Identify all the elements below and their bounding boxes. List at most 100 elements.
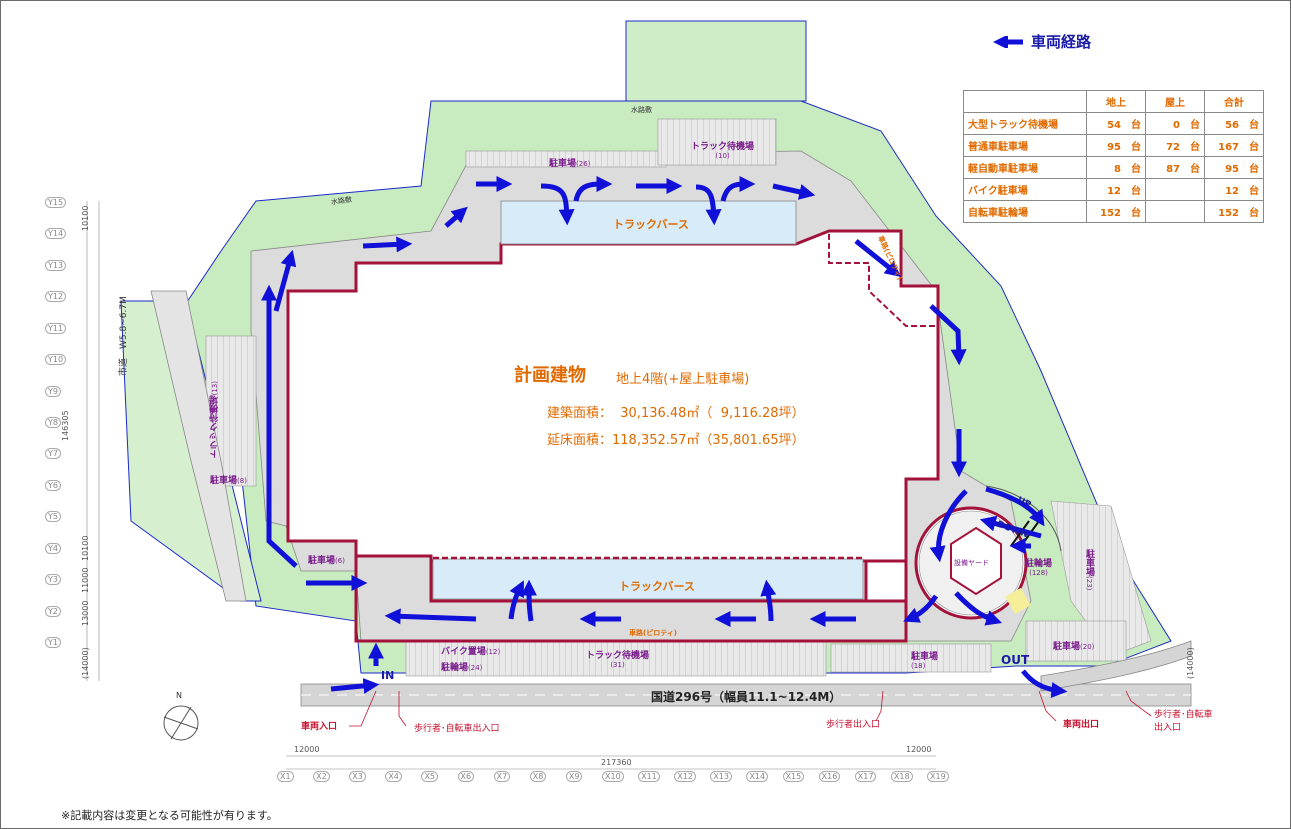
parking-stripes-bottom xyxy=(405,640,827,677)
equipment-yard-label: 設備ヤード xyxy=(954,559,989,567)
city-road-label: 市道 W5.8~6.7M xyxy=(119,296,129,376)
table-cell: バイク駐車場 xyxy=(963,178,1087,201)
axis-y-label: Y2 xyxy=(45,605,61,617)
label-count: (6) xyxy=(335,557,345,565)
label-line-1: 歩行者･自転車 xyxy=(1154,710,1213,720)
building-title: 計画建物 xyxy=(514,365,586,386)
route-arrow-icon xyxy=(993,35,1023,48)
table-cell xyxy=(1145,178,1205,201)
axis-y-label: Y15 xyxy=(45,197,67,208)
truck-wait-top-area xyxy=(657,118,777,166)
label-text: トラック待機場 xyxy=(691,142,755,152)
dim-y-b4: (14000) xyxy=(81,647,90,679)
building-floor-area: 延床面積：118,352.57㎡（35,801.65坪） xyxy=(547,433,805,448)
truck-wait-bottom-label: トラック待機場(31) xyxy=(586,648,649,669)
table-cell: 72 台 xyxy=(1145,134,1205,157)
axis-x-label: X13 xyxy=(710,771,732,782)
ped-entrance-right-label: 歩行者･自転車出入口 xyxy=(1154,709,1213,735)
ped-entrance-left-label: 歩行者･自転車出入口 xyxy=(414,724,500,734)
table-header-cell: 合計 xyxy=(1204,90,1264,113)
building-area: 建築面積： 30,136.48㎡（ 9,116.28坪） xyxy=(547,406,805,421)
equipment-yard xyxy=(950,526,1002,596)
axis-y-label: Y4 xyxy=(45,542,61,554)
table-cell: 95 台 xyxy=(1204,156,1264,179)
legend-label: 車両経路 xyxy=(1031,33,1092,51)
curved-road-right xyxy=(1040,640,1192,692)
label-text: 駐車場 xyxy=(210,476,238,486)
axis-x-label: X4 xyxy=(385,771,402,782)
label-text: 駐車場 xyxy=(911,652,939,662)
dimension-lines xyxy=(86,201,936,770)
table-cell: 95 台 xyxy=(1086,134,1146,157)
axis-y-label: Y1 xyxy=(45,637,61,648)
axis-y-label: Y14 xyxy=(45,228,67,240)
truck-berth-bottom-label: トラックバース xyxy=(619,580,695,593)
parking-left2-label: 駐車場(6) xyxy=(308,553,345,566)
axis-x-label: X16 xyxy=(818,771,841,782)
axis-x-label: X3 xyxy=(349,771,366,782)
road-piloti-bottom-label: 車路(ピロティ) xyxy=(629,629,677,637)
label-text: 駐車場 xyxy=(549,159,577,169)
label-text: トラック待機場 xyxy=(210,395,220,459)
label-count: (18) xyxy=(911,662,926,670)
dim-x-left: 12000 xyxy=(294,745,320,754)
table-cell: 54 台 xyxy=(1086,112,1146,135)
axis-x-label: X15 xyxy=(782,771,805,782)
parking-right-label: 駐車場(23) xyxy=(1083,549,1096,590)
vehicle-route-arrows xyxy=(260,175,1068,699)
label-text: 駐車場 xyxy=(1084,549,1094,576)
axis-x-label: X14 xyxy=(746,771,769,782)
table-header-row: 地上屋上合計 xyxy=(963,90,1264,113)
table-header-cell: 地上 xyxy=(1086,90,1146,113)
out-label: OUT xyxy=(1001,653,1030,667)
ped-entrance-mid-label: 歩行者出入口 xyxy=(826,720,881,730)
dim-y-b3: 13000 xyxy=(81,600,90,626)
building-floors: 地上4階(+屋上駐車場) xyxy=(616,372,750,387)
label-text: 駐車場 xyxy=(1053,642,1081,652)
label-count: (128) xyxy=(1029,569,1048,577)
axis-y-label: Y6 xyxy=(45,479,61,491)
truck-berth-top-label: トラックバース xyxy=(613,218,689,231)
axis-x-label: X11 xyxy=(638,771,660,782)
table-cell: 12 台 xyxy=(1086,178,1146,201)
in-label: IN xyxy=(381,669,395,682)
axis-x-label: X8 xyxy=(529,771,547,782)
table-cell: 8 台 xyxy=(1086,156,1146,179)
label-count: (8) xyxy=(237,477,247,485)
axis-x-label: X17 xyxy=(854,771,877,782)
axis-y-label: Y7 xyxy=(45,448,61,460)
label-text: 駐車場 xyxy=(308,556,336,566)
table-cell: 大型トラック待機場 xyxy=(963,112,1087,135)
city-road xyxy=(150,290,247,602)
label-count: (31) xyxy=(610,661,625,669)
north-label: N xyxy=(176,691,182,700)
axis-x-label: X18 xyxy=(890,771,913,782)
bicycle-parking-label: 駐輪場(24) xyxy=(441,660,482,673)
dim-y-b2: 11000 xyxy=(81,567,90,593)
label-count: (23) xyxy=(1085,576,1093,591)
bike-parking-label: バイク置場(12) xyxy=(441,644,500,657)
parking-stripes-right xyxy=(1050,500,1152,657)
building-piloti-right xyxy=(828,230,939,327)
label-count: (24) xyxy=(468,664,483,672)
dim-total-y: 146305 xyxy=(61,410,70,441)
dim-y-top: 10100 xyxy=(81,205,90,231)
axis-y-label: Y12 xyxy=(45,291,67,303)
axis-x-label: X10 xyxy=(602,771,624,782)
national-road-label: 国道296号（幅員11.1~12.4M） xyxy=(651,690,842,704)
label-text: 駐輪場 xyxy=(441,663,469,673)
axis-x-label: X12 xyxy=(674,771,696,782)
label-text: トラック待機場 xyxy=(586,651,650,661)
table-cell: 自転車駐輪場 xyxy=(963,200,1087,223)
parking-right2-label: 駐車場(20) xyxy=(1053,639,1094,652)
axis-y-label: Y5 xyxy=(45,511,61,523)
building-piloti-bottom xyxy=(354,554,908,643)
truck-wait-left-label: トラック待機場(13) xyxy=(208,381,248,458)
axis-y-label: Y10 xyxy=(45,354,67,366)
label-count: (10) xyxy=(715,152,730,160)
